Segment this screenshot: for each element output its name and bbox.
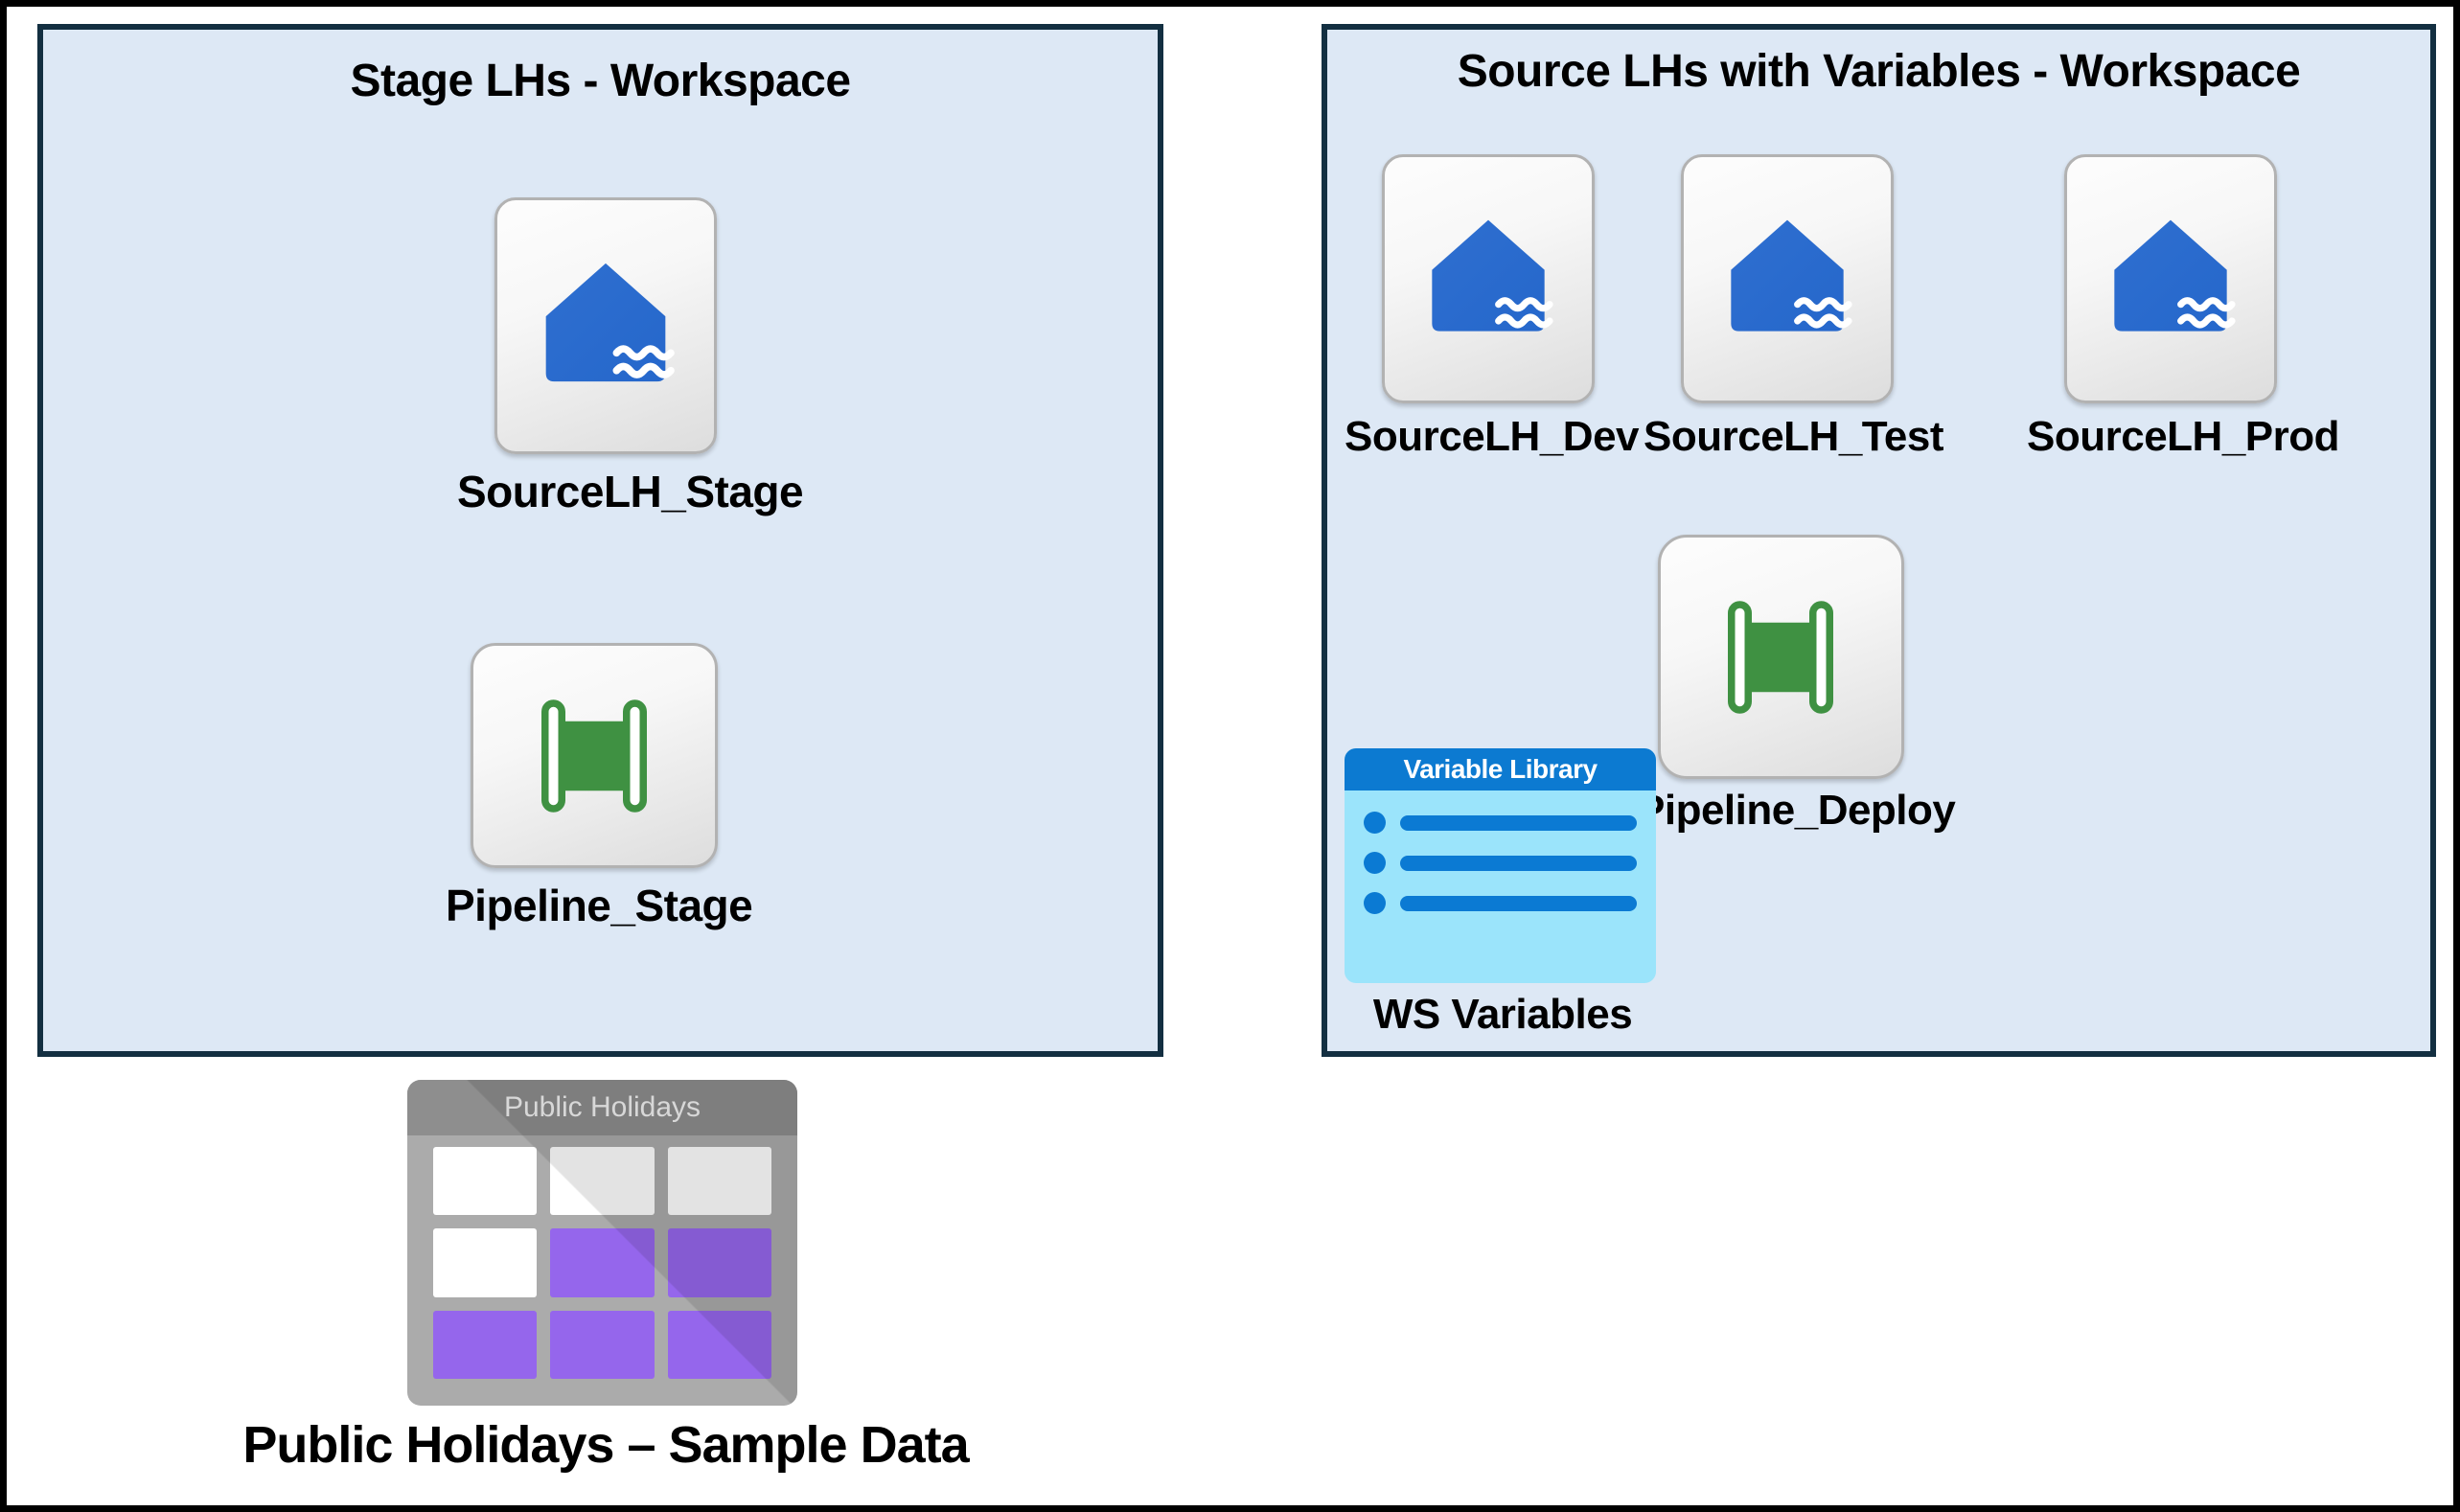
item-label-ws-variables: WS Variables: [1372, 991, 1633, 1038]
item-pipeline-deploy[interactable]: Pipeline_Deploy: [1637, 535, 1956, 835]
bullet-dot-icon: [1364, 812, 1386, 834]
item-sourcelh-stage[interactable]: SourceLH_Stage: [457, 197, 804, 517]
item-label-sourcelh-test: SourceLH_Test: [1644, 413, 1944, 460]
pipeline-tile-pipeline-stage[interactable]: [471, 643, 718, 868]
table-cell: [667, 1147, 771, 1216]
table-header-bar: Public Holidays: [407, 1080, 797, 1135]
lakehouse-tile-sourcelh-stage[interactable]: [494, 197, 717, 454]
panel-title-stage-workspace: Stage LHs - Workspace: [350, 56, 851, 106]
item-sourcelh-dev[interactable]: SourceLH_Dev: [1345, 154, 1640, 461]
item-label-pipeline-stage: Pipeline_Stage: [446, 881, 753, 930]
variable-library-rows: [1345, 790, 1656, 933]
lakehouse-icon: [1432, 219, 1553, 332]
pipeline-tile-pipeline-deploy[interactable]: [1657, 535, 1904, 779]
bullet-dot-icon: [1364, 892, 1386, 914]
pipeline-icon: [541, 699, 647, 813]
table-cell: [667, 1310, 771, 1379]
item-ws-variables[interactable]: Variable Library: [1345, 748, 1661, 1039]
lakehouse-tile-sourcelh-test[interactable]: [1681, 154, 1894, 403]
public-holidays-table-icon[interactable]: Public Holidays: [407, 1080, 797, 1406]
item-label-sourcelh-dev: SourceLH_Dev: [1345, 413, 1640, 460]
variable-line-placeholder: [1400, 814, 1637, 831]
table-cell: [433, 1310, 538, 1379]
item-pipeline-stage[interactable]: Pipeline_Stage: [446, 643, 753, 931]
lakehouse-icon: [1731, 219, 1852, 332]
item-sourcelh-prod[interactable]: SourceLH_Prod: [2027, 154, 2340, 461]
panel-source-workspace: Source LHs with Variables - Workspace So…: [1322, 24, 2436, 1057]
lakehouse-icon: [2114, 219, 2236, 332]
table-cell: [550, 1310, 655, 1379]
variable-library-row: [1364, 852, 1637, 874]
public-holidays-caption: Public Holidays – Sample Data: [242, 1416, 969, 1474]
variable-library-icon[interactable]: Variable Library: [1345, 748, 1656, 983]
variable-library-row: [1364, 892, 1637, 914]
bullet-dot-icon: [1364, 852, 1386, 874]
table-cell: [550, 1228, 655, 1297]
table-cell: [550, 1147, 655, 1216]
item-label-sourcelh-prod: SourceLH_Prod: [2027, 413, 2340, 460]
lakehouse-icon: [545, 263, 675, 382]
item-label-pipeline-deploy: Pipeline_Deploy: [1637, 787, 1956, 834]
table-cell: [667, 1228, 771, 1297]
lakehouse-tile-sourcelh-dev[interactable]: [1382, 154, 1595, 403]
variable-library-header: Variable Library: [1345, 748, 1656, 790]
variable-library-row: [1364, 812, 1637, 834]
item-label-sourcelh-stage: SourceLH_Stage: [457, 467, 804, 516]
table-cell: [433, 1147, 538, 1216]
item-sourcelh-test[interactable]: SourceLH_Test: [1644, 154, 1944, 461]
pipeline-icon: [1728, 600, 1833, 714]
variable-line-placeholder: [1400, 895, 1637, 911]
table-grid: [433, 1147, 771, 1379]
lakehouse-tile-sourcelh-prod[interactable]: [2064, 154, 2277, 403]
variable-line-placeholder: [1400, 855, 1637, 871]
table-header-label: Public Holidays: [503, 1091, 701, 1123]
panel-stage-workspace: Stage LHs - Workspace: [37, 24, 1163, 1057]
panel-title-source-workspace: Source LHs with Variables - Workspace: [1457, 46, 2301, 97]
table-cell: [433, 1228, 538, 1297]
variable-library-header-label: Variable Library: [1403, 754, 1598, 784]
